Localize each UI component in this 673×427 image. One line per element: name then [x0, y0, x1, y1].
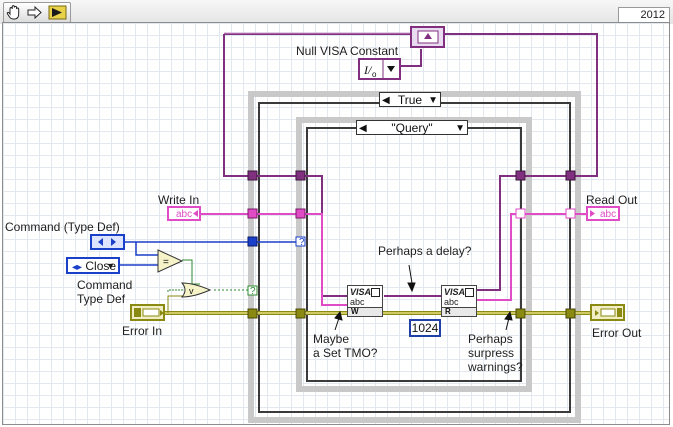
decrement-icon[interactable]: ◀	[359, 123, 367, 134]
equal-function[interactable]: =	[157, 249, 184, 273]
decrement-icon[interactable]: ◀	[382, 95, 390, 106]
svg-text:I/: I/	[363, 63, 373, 77]
write-in-label: Write In	[158, 193, 200, 207]
comment-arrows	[334, 264, 513, 331]
write-in-text: abc	[176, 209, 193, 220]
command-terminal[interactable]	[90, 234, 125, 250]
null-visa-constant[interactable]: I/ o	[358, 58, 401, 80]
dropdown-icon[interactable]: ▼	[455, 123, 465, 134]
bool-tunnel-mark: ?	[250, 286, 256, 297]
svg-text:=: =	[163, 257, 169, 268]
svg-text:v: v	[189, 286, 194, 296]
inner-case-selector[interactable]: ◀ "Query" ▼	[356, 120, 468, 135]
error-out-label: Error Out	[592, 326, 642, 340]
error-out-terminal[interactable]	[590, 304, 625, 321]
vi-glyph-icon	[371, 288, 380, 297]
byte-count-constant[interactable]: 1024	[409, 319, 441, 337]
boolean-wire	[167, 259, 252, 292]
enum-tunnel-mark: ?	[299, 237, 305, 248]
hand-icon[interactable]	[6, 5, 20, 20]
visa-write-vi[interactable]: VISA abc W	[347, 285, 383, 317]
dropdown-icon[interactable]: ▼	[428, 95, 438, 106]
read-out-label: Read Out	[586, 193, 638, 207]
block-diagram[interactable]	[2, 22, 670, 425]
version-tab[interactable]: 2012	[618, 7, 670, 22]
outer-case-selector[interactable]: ◀ True ▼	[379, 92, 441, 107]
null-visa-label: Null VISA Constant	[296, 44, 399, 58]
dropdown-icon[interactable]: ▼	[106, 261, 115, 271]
visa-class-node[interactable]	[410, 26, 445, 48]
arrow-right-icon[interactable]	[27, 5, 42, 20]
command-typedef-label: Command Type Def	[77, 278, 133, 306]
enum-arrows-icon: ◂▸	[72, 262, 83, 273]
read-out-terminal[interactable]	[586, 206, 620, 221]
tmo-comment: Maybe a Set TMO?	[313, 332, 378, 360]
error-in-label: Error In	[122, 324, 163, 338]
delay-comment: Perhaps a delay?	[378, 244, 472, 258]
visa-wire	[223, 33, 598, 297]
run-icon[interactable]	[48, 5, 67, 20]
toolbar: 2012	[0, 0, 673, 24]
command-label: Command (Type Def)	[5, 220, 120, 234]
warnings-comment: Perhaps surpress warnings?	[468, 332, 523, 374]
close-enum-constant[interactable]: ◂▸ Close ▼	[66, 257, 120, 274]
error-in-terminal[interactable]	[130, 304, 165, 321]
read-out-text: abc	[600, 209, 617, 220]
write-in-terminal[interactable]	[167, 206, 201, 221]
visa-read-vi[interactable]: VISA abc R	[441, 285, 477, 317]
svg-text:o: o	[372, 70, 377, 79]
vi-glyph-icon	[465, 288, 474, 297]
or-function[interactable]: v	[180, 282, 212, 298]
enum-wire	[120, 241, 300, 266]
tunnels	[247, 170, 576, 319]
